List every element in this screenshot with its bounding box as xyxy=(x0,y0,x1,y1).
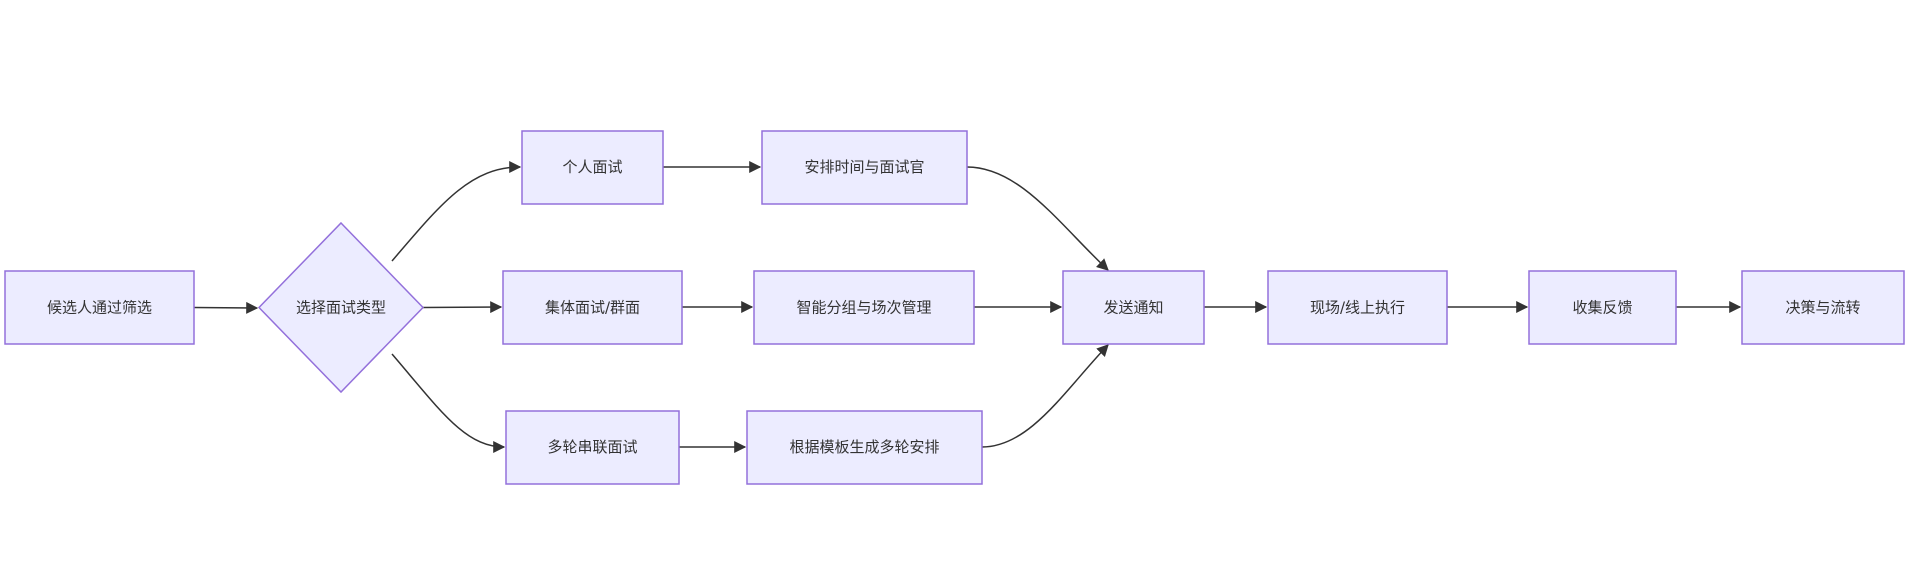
node-label: 选择面试类型 xyxy=(296,299,386,317)
node-candidate-screened[interactable]: 候选人通过筛选 xyxy=(4,270,195,345)
edge-B-C1 xyxy=(391,161,522,262)
node-smart-grouping[interactable]: 智能分组与场次管理 xyxy=(753,270,975,345)
node-decision-transfer[interactable]: 决策与流转 xyxy=(1741,270,1905,345)
node-collect-feedback[interactable]: 收集反馈 xyxy=(1528,270,1677,345)
edge-B-C2 xyxy=(422,301,503,314)
node-individual-interview[interactable]: 个人面试 xyxy=(521,130,664,205)
node-template-multi-round[interactable]: 根据模板生成多轮安排 xyxy=(746,410,983,485)
node-label: 根据模板生成多轮安排 xyxy=(789,438,939,456)
node-choose-interview-type[interactable]: 选择面试类型 xyxy=(257,221,425,394)
node-label: 现场/线上执行 xyxy=(1310,299,1405,317)
node-schedule-time-interviewer[interactable]: 安排时间与面试官 xyxy=(761,130,968,205)
node-label: 候选人通过筛选 xyxy=(47,299,152,317)
node-label: 集体面试/群面 xyxy=(545,299,640,317)
node-group-interview[interactable]: 集体面试/群面 xyxy=(502,270,683,345)
node-label: 决策与流转 xyxy=(1785,299,1860,317)
node-label: 发送通知 xyxy=(1103,299,1163,317)
edge-B-C3 xyxy=(391,353,506,453)
node-send-notification[interactable]: 发送通知 xyxy=(1062,270,1205,345)
edge-D1-E xyxy=(966,166,1109,271)
node-label: 收集反馈 xyxy=(1572,299,1632,317)
node-label: 多轮串联面试 xyxy=(547,438,637,456)
edge-A-B xyxy=(193,301,259,314)
node-onsite-online-execution[interactable]: 现场/线上执行 xyxy=(1267,270,1448,345)
edges xyxy=(193,161,1742,453)
node-multi-round-interview[interactable]: 多轮串联面试 xyxy=(505,410,680,485)
node-label: 个人面试 xyxy=(562,158,622,176)
node-label: 智能分组与场次管理 xyxy=(796,299,931,317)
node-label: 安排时间与面试官 xyxy=(804,158,924,176)
edge-D3-E xyxy=(981,344,1109,448)
